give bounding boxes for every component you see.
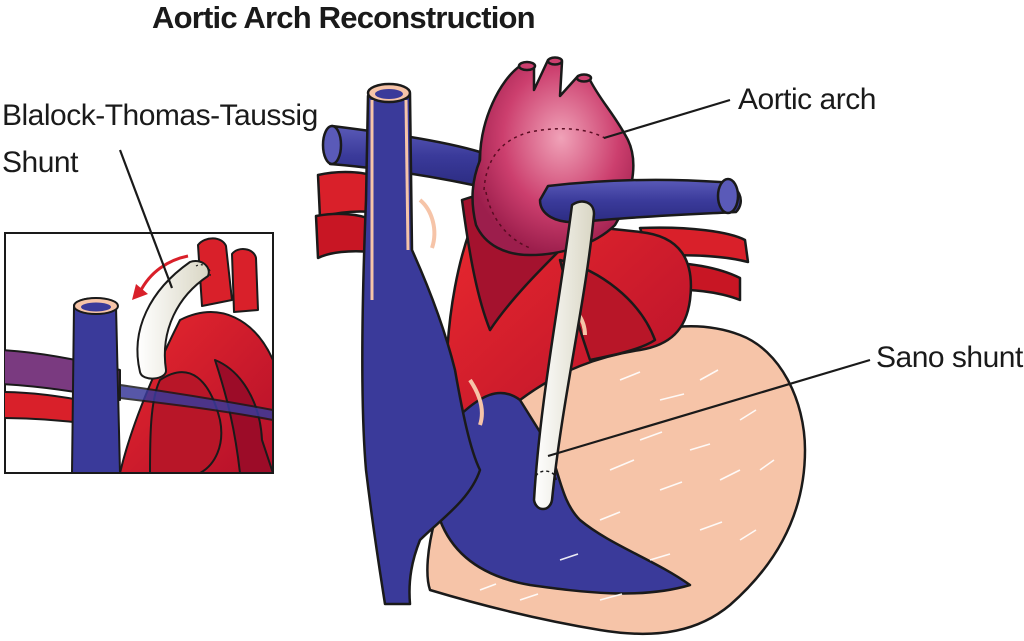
label-btt-shunt-line1: Blalock-Thomas-Taussig: [2, 99, 318, 132]
inset-btt-shunt-tube: [136, 260, 210, 380]
label-sano-shunt: Sano shunt: [876, 341, 1023, 374]
leader-sano: [547, 358, 871, 458]
leader-aortic-arch: [603, 98, 731, 140]
myocardium-texture: [479, 369, 775, 601]
arch-suture-line: [483, 128, 609, 191]
superior-vena-cava: [360, 86, 482, 606]
label-btt-shunt-line2: Shunt: [2, 146, 78, 179]
leader-lines: [118, 98, 871, 458]
pulmonary-artery-left: [316, 170, 374, 220]
label-aortic-arch: Aortic arch: [738, 83, 876, 116]
curved-arrow-icon: [138, 254, 189, 293]
inset-btt-shunt: [4, 232, 274, 474]
aortic-arch: [471, 58, 635, 257]
sano-shunt: [532, 200, 596, 511]
diagram-title: Aortic Arch Reconstruction: [152, 0, 536, 35]
main-heart: [314, 56, 807, 636]
inset-vena-cava: [71, 297, 121, 473]
leader-btt: [118, 149, 174, 289]
